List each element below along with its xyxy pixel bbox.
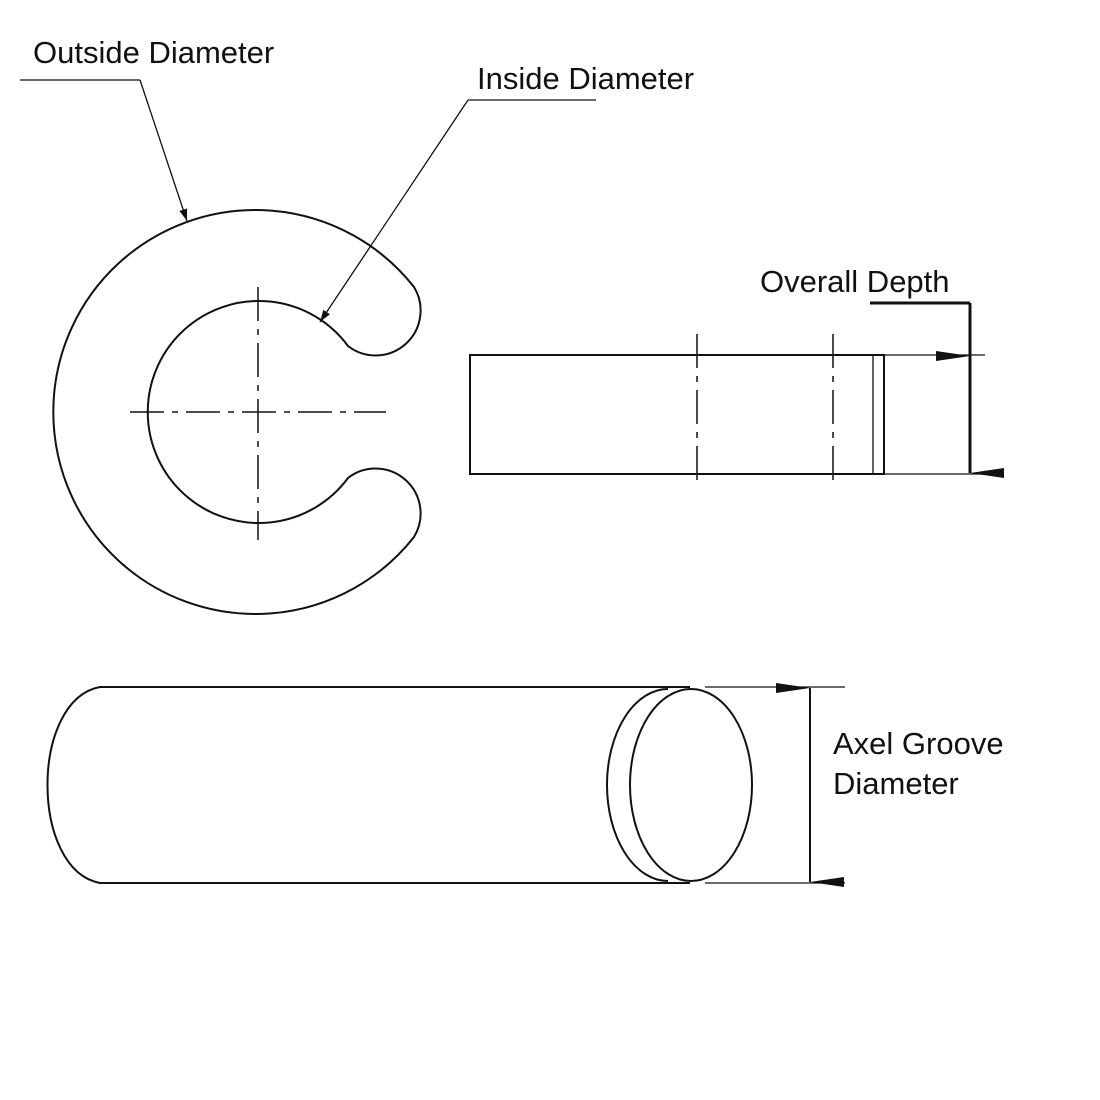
groove-back-edge (606, 688, 669, 882)
side-profile (469, 354, 885, 475)
c-clip-side-view: Overall Depth (469, 264, 1004, 488)
outside-diameter-callout: Outside Diameter (20, 35, 274, 222)
axel-groove-label-line2: Diameter (833, 766, 959, 801)
leader-arrow (139, 79, 188, 222)
inside-diameter-callout: Inside Diameter (319, 61, 694, 323)
inside-diameter-label: Inside Diameter (477, 61, 694, 96)
c-clip-front-view (52, 209, 422, 615)
c-clip-outline (52, 209, 422, 615)
overall-depth-label: Overall Depth (760, 264, 950, 299)
groove-face (629, 688, 753, 882)
outside-diameter-label: Outside Diameter (33, 35, 274, 70)
axel-groove-label-line1: Axel Groove (833, 726, 1004, 761)
axle-groove-view: Axel Groove Diameter (46, 683, 1004, 887)
leader-arrow (319, 99, 469, 323)
axle-body (46, 686, 690, 884)
